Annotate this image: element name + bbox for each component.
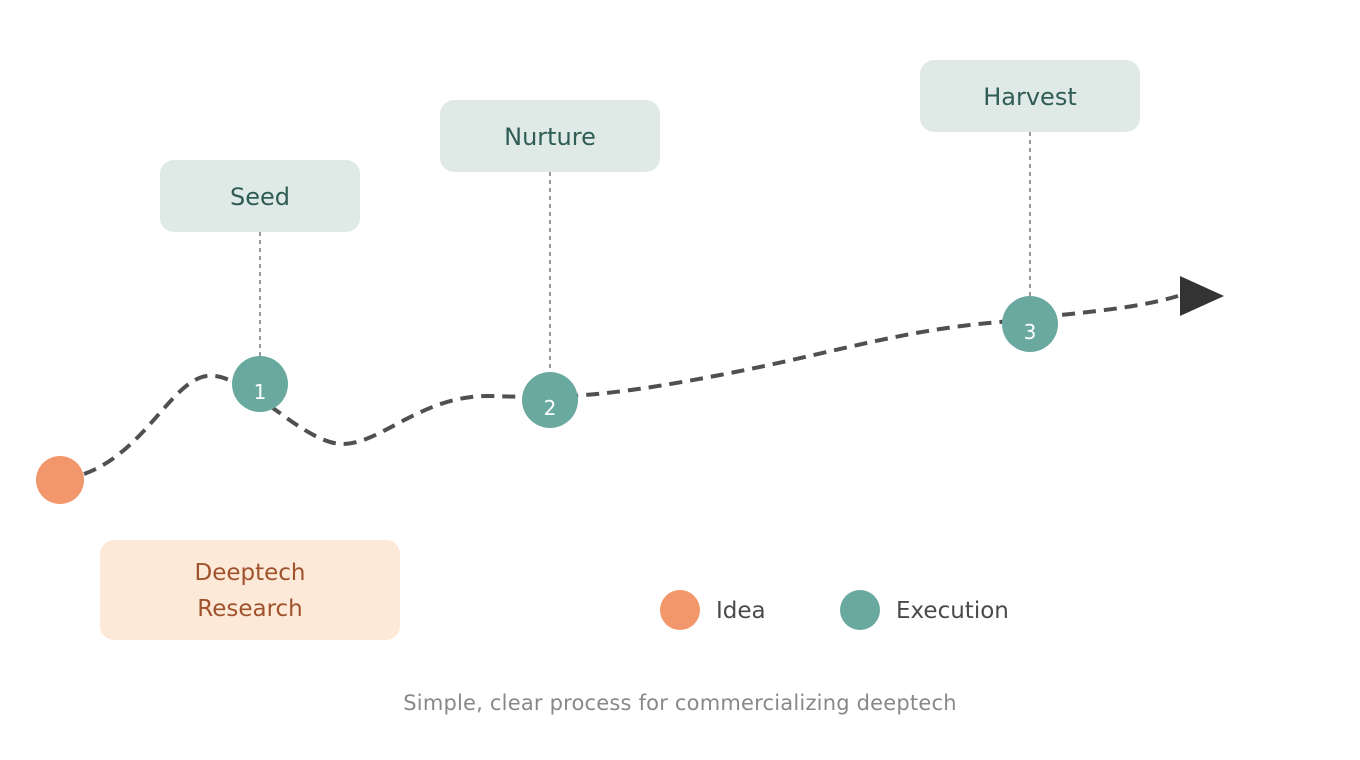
stage-nurture-box xyxy=(440,100,660,172)
research-label-line2: Research xyxy=(197,596,303,622)
arrow-head-icon xyxy=(1180,276,1224,316)
execution-node-1-circle xyxy=(232,356,288,412)
stage-harvest: Harvest xyxy=(920,60,1140,132)
caption: Simple, clear process for commercializin… xyxy=(403,691,956,715)
execution-node-2: 2 xyxy=(522,372,578,428)
execution-node-1-number: 1 xyxy=(254,380,267,404)
stage-harvest-label: Harvest xyxy=(983,83,1077,111)
execution-node-3-circle xyxy=(1002,296,1058,352)
research-label-line1: Deeptech xyxy=(194,560,305,586)
legend: Idea Execution xyxy=(660,590,1009,630)
execution-node-3-number: 3 xyxy=(1024,320,1037,344)
legend-idea-label: Idea xyxy=(716,598,766,624)
stage-seed-box xyxy=(160,160,360,232)
execution-node-3: 3 xyxy=(1002,296,1058,352)
legend-execution-swatch xyxy=(840,590,880,630)
stage-harvest-box xyxy=(920,60,1140,132)
research-box: Deeptech Research xyxy=(100,540,400,640)
idea-start-node xyxy=(36,456,84,504)
execution-node-2-number: 2 xyxy=(544,396,557,420)
stage-seed: Seed xyxy=(160,160,360,232)
execution-node-2-circle xyxy=(522,372,578,428)
legend-execution-label: Execution xyxy=(896,598,1009,624)
research-box-bg xyxy=(100,540,400,640)
stage-seed-label: Seed xyxy=(230,183,290,211)
stage-nurture: Nurture xyxy=(440,100,660,172)
legend-idea-swatch xyxy=(660,590,700,630)
progress-path xyxy=(83,294,1179,476)
stage-nurture-label: Nurture xyxy=(504,123,596,151)
execution-node-1: 1 xyxy=(232,356,288,412)
